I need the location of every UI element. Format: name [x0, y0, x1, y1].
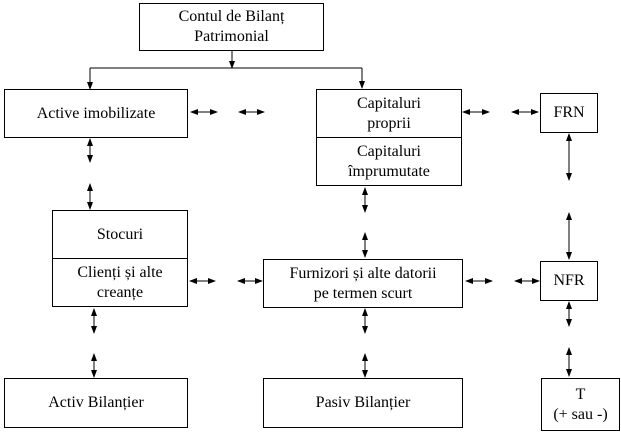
- nfr-box: NFR: [540, 261, 598, 301]
- frn-label: FRN: [553, 104, 585, 121]
- stocuri-box: Stocuri Clienți și alte creanțe: [52, 210, 188, 307]
- title-line1: Contul de Bilanț: [178, 8, 285, 25]
- label: pe termen scurt: [313, 284, 413, 302]
- pasiv-bilantier-box: Pasiv Bilanțier: [263, 378, 463, 428]
- activ-bilantier-label: Activ Bilanțier: [48, 394, 144, 411]
- label: T: [575, 385, 586, 403]
- active-imobilizate-box: Active imobilizate: [4, 89, 188, 138]
- title-line2: Patrimonial: [194, 28, 269, 45]
- stocuri-label: Stocuri: [96, 225, 144, 243]
- frn-box: FRN: [540, 93, 598, 133]
- label: Capitaluri: [357, 94, 421, 112]
- label: Clienți și alte: [77, 263, 163, 281]
- label: proprii: [367, 114, 411, 132]
- capitaluri-box: Capitaluri proprii Capitaluri împrumutate: [316, 89, 462, 186]
- capitaluri-imprumutate: Capitaluri împrumutate: [317, 137, 461, 185]
- pasiv-bilantier-label: Pasiv Bilanțier: [315, 394, 411, 411]
- label: Furnizori și alte datorii: [289, 264, 437, 282]
- label: creanțe: [96, 283, 144, 301]
- t-box: T (+ sau -): [541, 378, 620, 431]
- label: împrumutate: [348, 162, 430, 180]
- furnizori-box: Furnizori și alte datorii pe termen scurt: [263, 259, 463, 308]
- activ-bilantier-box: Activ Bilanțier: [4, 378, 188, 428]
- capitaluri-proprii: Capitaluri proprii: [317, 90, 461, 137]
- active-imobilizate-label: Active imobilizate: [36, 104, 156, 122]
- label: (+ sau -): [553, 405, 608, 423]
- nfr-label: NFR: [553, 272, 585, 289]
- clienti: Clienți și alte creanțe: [53, 258, 187, 306]
- label: Capitaluri: [357, 142, 421, 160]
